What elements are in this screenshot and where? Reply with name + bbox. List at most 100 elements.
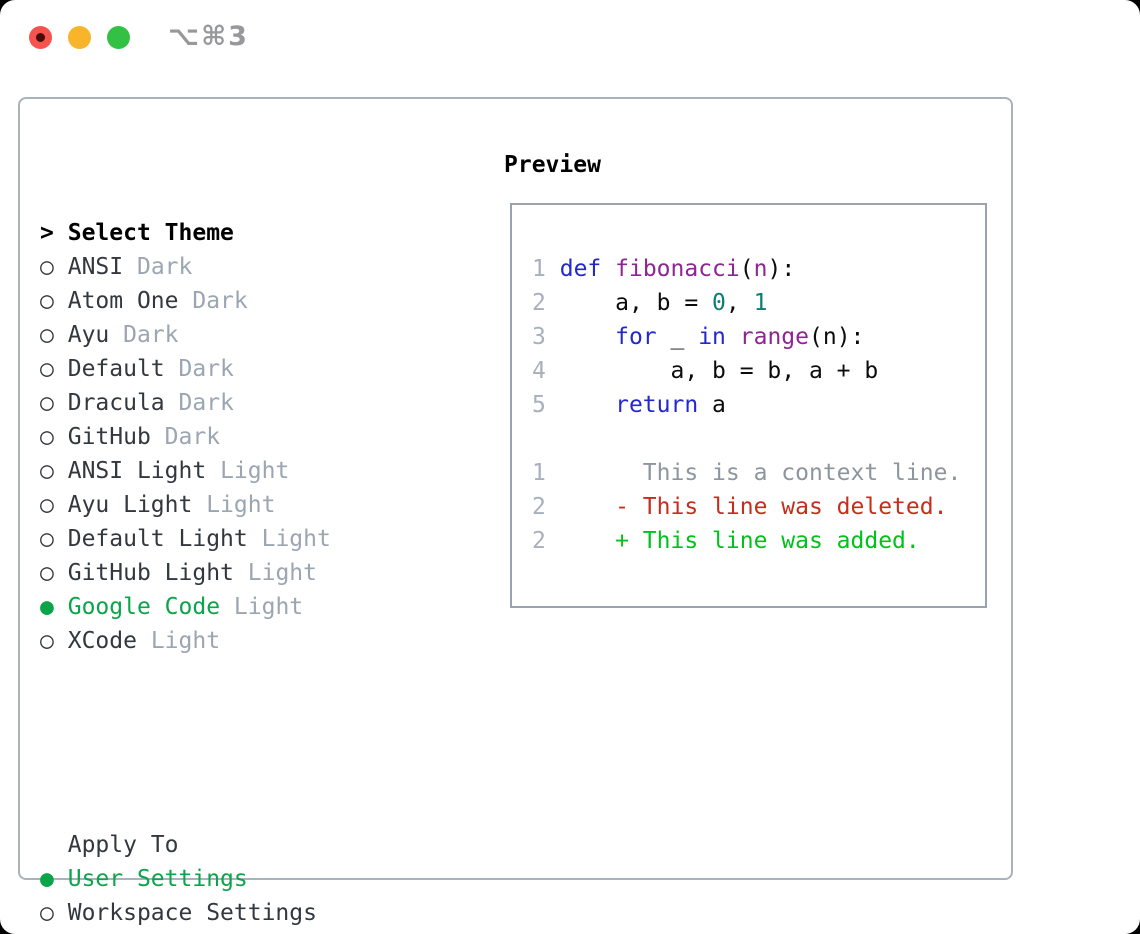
code-token: [560, 324, 615, 350]
code-token: fibonacci: [615, 256, 740, 282]
radio-icon: ○: [40, 560, 54, 586]
code-token: a: [698, 392, 726, 418]
line-number: 4: [532, 358, 546, 384]
code-line: 4 a, b = b, a + b: [532, 354, 985, 388]
theme-option[interactable]: ○ XCode Light: [40, 624, 428, 658]
theme-variant: Dark: [178, 356, 234, 382]
radio-icon: ○: [40, 322, 54, 348]
diff-line: 1 This is a context line.: [532, 456, 985, 490]
theme-name: XCode: [67, 628, 137, 654]
code-token: a, b = b, a + b: [559, 358, 879, 384]
theme-option[interactable]: ○ Dracula Dark: [40, 386, 428, 420]
code-token: in: [698, 324, 726, 350]
code-token: [560, 392, 615, 418]
theme-variant: Light: [220, 458, 290, 484]
code-token: def: [559, 256, 602, 282]
code-token: a, b =: [559, 290, 713, 316]
radio-icon: ○: [40, 424, 54, 450]
theme-name: Ayu: [67, 322, 110, 348]
theme-option[interactable]: ○ ANSI Dark: [40, 250, 428, 284]
theme-option[interactable]: ○ Atom One Dark: [40, 284, 428, 318]
radio-icon: ○: [40, 526, 54, 552]
code-token: range: [739, 324, 810, 350]
theme-variant: Light: [233, 594, 304, 620]
diff-line: 2 + This line was added.: [532, 524, 985, 558]
theme-list: > Select Theme○ ANSI Dark○ Atom One Dark…: [40, 216, 428, 658]
theme-name: Dracula: [67, 390, 165, 416]
apply-to-list: Apply To ● User Settings○ Workspace Setti…: [40, 828, 428, 930]
radio-icon: ○: [40, 458, 54, 484]
theme-option[interactable]: ○ GitHub Light Light: [40, 556, 428, 590]
theme-name: GitHub: [67, 424, 151, 450]
theme-variant: Dark: [192, 288, 248, 314]
radio-icon: ○: [40, 356, 54, 382]
code-token: _: [656, 324, 699, 350]
apply-to-label: Workspace Settings: [67, 900, 317, 926]
code-token: n: [753, 256, 768, 282]
preview-title: Preview: [504, 152, 601, 178]
apply-to-title: Apply To: [67, 832, 179, 858]
indent: [40, 832, 54, 858]
line-number: 1: [532, 460, 546, 486]
theme-list-title: Select Theme: [67, 220, 234, 246]
theme-picker-dialog: > Select Theme○ ANSI Dark○ Atom One Dark…: [18, 97, 1013, 926]
code-token: 1: [753, 290, 768, 316]
radio-icon: ○: [40, 628, 54, 654]
spacer: [40, 726, 428, 760]
theme-option[interactable]: ○ ANSI Light Light: [40, 454, 428, 488]
zoom-button[interactable]: [107, 26, 130, 49]
code-token: [601, 256, 615, 282]
code-line: 3 for _ in range(n):: [532, 320, 985, 354]
diff-text: + This line was added.: [559, 528, 920, 554]
apply-to-label: User Settings: [67, 866, 248, 892]
diff-preview: 1 This is a context line.2 - This line w…: [532, 456, 985, 558]
code-token: 0: [712, 290, 726, 316]
diff-text: - This line was deleted.: [559, 494, 948, 520]
theme-list-header: > Select Theme: [40, 216, 428, 250]
blank-line: [532, 422, 985, 456]
theme-variant: Dark: [178, 390, 234, 416]
theme-option[interactable]: ○ Default Light Light: [40, 522, 428, 556]
line-number: 2: [532, 528, 546, 554]
code-token: (n):: [809, 324, 865, 350]
theme-name: GitHub Light: [67, 560, 234, 586]
radio-icon: ○: [40, 492, 54, 518]
apply-to-option[interactable]: ● User Settings: [40, 862, 428, 896]
apply-to-option[interactable]: ○ Workspace Settings: [40, 896, 428, 930]
titlebar: ⌥⌘3: [0, 0, 1140, 72]
radio-icon: ○: [40, 390, 54, 416]
theme-variant: Dark: [123, 322, 179, 348]
theme-name: Google Code: [67, 594, 221, 620]
diff-line: 2 - This line was deleted.: [532, 490, 985, 524]
left-column: > Select Theme○ ANSI Dark○ Atom One Dark…: [40, 148, 428, 934]
minimize-button[interactable]: [68, 26, 91, 49]
theme-variant: Light: [206, 492, 276, 518]
theme-option[interactable]: ● Google Code Light: [40, 590, 428, 624]
window-title: ⌥⌘3: [168, 21, 249, 52]
line-number: 2: [532, 494, 546, 520]
code-token: (: [739, 256, 754, 282]
line-number: 2: [532, 290, 546, 316]
code-token: [726, 324, 740, 350]
focus-caret-icon: >: [40, 220, 54, 246]
theme-variant: Light: [150, 628, 221, 654]
line-number: 5: [532, 392, 546, 418]
apply-to-header: Apply To: [40, 828, 428, 862]
close-button[interactable]: [29, 26, 52, 49]
code-token: return: [615, 392, 699, 418]
theme-option[interactable]: ○ Default Dark: [40, 352, 428, 386]
line-number: 1: [532, 256, 546, 282]
theme-name: Default: [67, 356, 165, 382]
diff-text: This is a context line.: [559, 460, 962, 486]
theme-option[interactable]: ○ Ayu Light Light: [40, 488, 428, 522]
theme-option[interactable]: ○ GitHub Dark: [40, 420, 428, 454]
theme-variant: Light: [247, 560, 317, 586]
code-line: 1 def fibonacci(n):: [532, 252, 985, 286]
theme-name: Ayu Light: [67, 492, 193, 518]
theme-name: ANSI: [67, 254, 124, 280]
radio-selected-icon: ●: [40, 594, 54, 620]
theme-name: Atom One: [67, 288, 179, 314]
theme-option[interactable]: ○ Ayu Dark: [40, 318, 428, 352]
